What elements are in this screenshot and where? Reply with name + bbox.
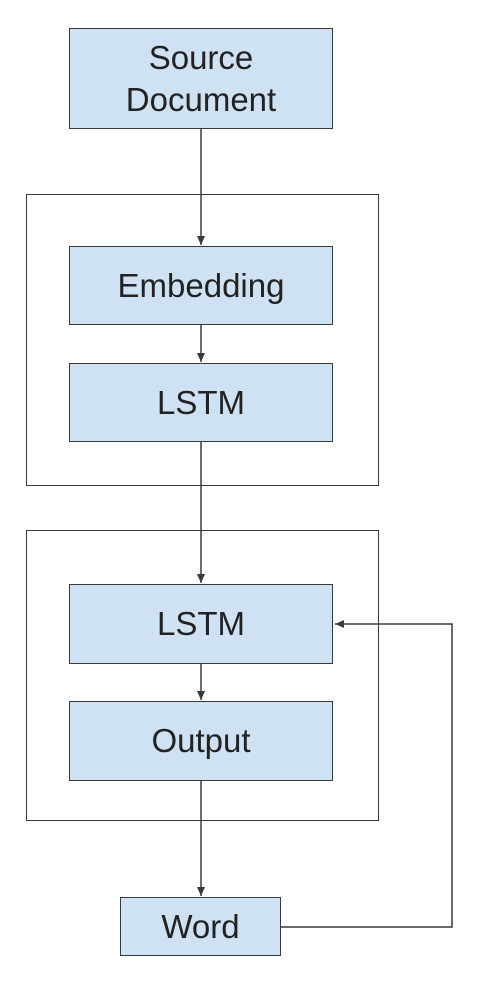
source-document-label-line1: Source — [148, 39, 254, 77]
embedding-label: Embedding — [117, 266, 285, 304]
decoder-group — [26, 530, 379, 821]
decoder-lstm-label: LSTM — [156, 605, 245, 643]
word-label: Word — [161, 907, 240, 945]
output-node: Output — [69, 701, 333, 781]
word-node: Word — [120, 897, 281, 956]
encoder-group — [26, 194, 379, 486]
encoder-lstm-node: LSTM — [69, 363, 333, 442]
output-label: Output — [151, 722, 251, 760]
encoder-lstm-label: LSTM — [156, 383, 245, 421]
decoder-lstm-node: LSTM — [69, 584, 333, 664]
arrow-word-feedback-to-lstm — [281, 620, 453, 928]
embedding-node: Embedding — [69, 246, 333, 325]
source-document-node: Source Document — [69, 28, 333, 129]
source-document-label-line2: Document — [125, 80, 277, 118]
